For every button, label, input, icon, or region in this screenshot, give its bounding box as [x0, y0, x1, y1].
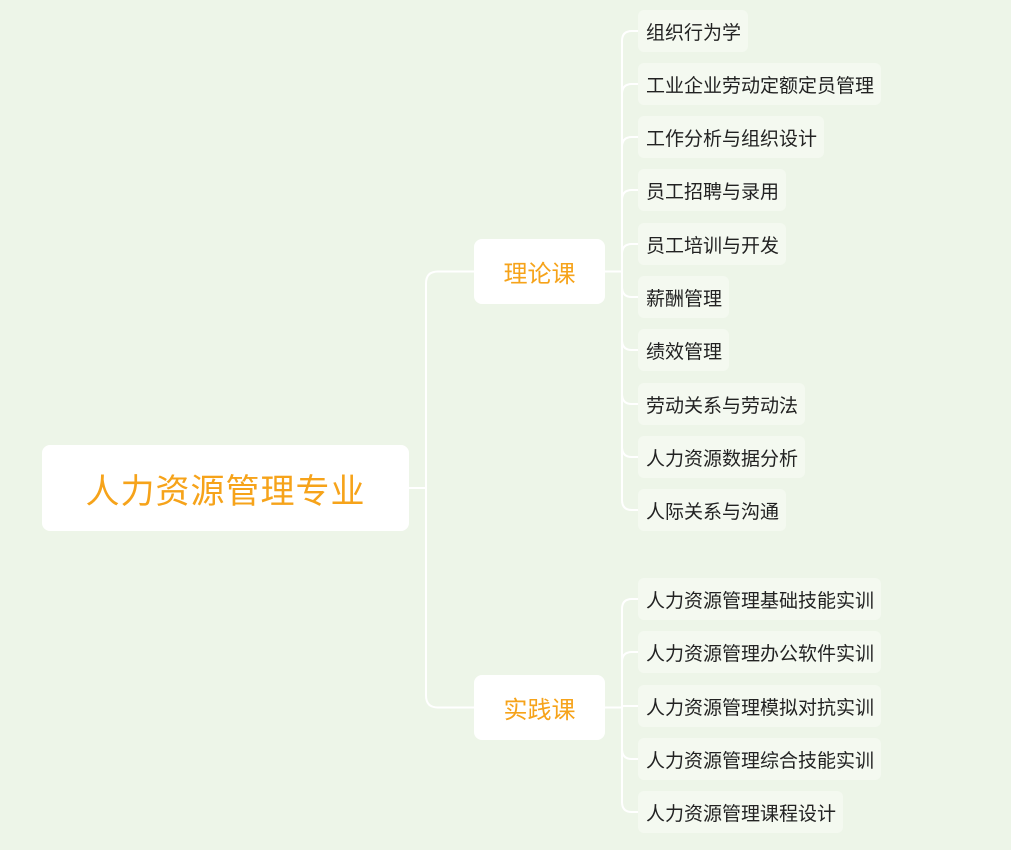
theory-connector	[621, 243, 638, 272]
leaf-theory-5[interactable]: 员工培训与开发	[638, 223, 787, 265]
leaf-theory-3[interactable]: 工作分析与组织设计	[638, 116, 825, 158]
leaf-theory-6[interactable]: 薪酬管理	[638, 276, 730, 318]
leaf-label: 员工培训与开发	[646, 234, 780, 257]
theory-connector	[621, 83, 638, 272]
leaf-label: 工作分析与组织设计	[646, 127, 818, 150]
leaf-label: 人力资源管理模拟对抗实训	[646, 696, 875, 719]
leaf-theory-1[interactable]: 组织行为学	[638, 10, 749, 52]
leaf-theory-4[interactable]: 员工招聘与录用	[638, 169, 787, 211]
leaf-theory-7[interactable]: 绩效管理	[638, 329, 730, 371]
leaf-practice-1[interactable]: 人力资源管理基础技能实训	[638, 578, 882, 620]
branch-label: 理论课	[503, 260, 576, 288]
leaf-label: 人力资源数据分析	[646, 447, 799, 470]
root-connector	[425, 270, 474, 488]
practice-connector	[621, 651, 638, 708]
leaf-label: 人力资源管理办公软件实训	[646, 642, 875, 665]
leaf-theory-9[interactable]: 人力资源数据分析	[638, 436, 806, 478]
leaf-theory-2[interactable]: 工业企业劳动定额定员管理	[638, 63, 882, 105]
theory-connector	[621, 271, 638, 298]
theory-connector	[621, 271, 638, 458]
leaf-label: 劳动关系与劳动法	[646, 394, 799, 417]
branch-theory[interactable]: 理论课	[474, 239, 605, 304]
theory-connector	[621, 271, 638, 511]
branch-label: 实践课	[503, 696, 576, 724]
leaf-theory-8[interactable]: 劳动关系与劳动法	[638, 383, 806, 425]
theory-connector	[621, 271, 638, 351]
practice-connector	[621, 707, 638, 760]
leaf-label: 人际关系与沟通	[646, 500, 780, 523]
leaf-practice-5[interactable]: 人力资源管理课程设计	[638, 791, 844, 833]
leaf-practice-3[interactable]: 人力资源管理模拟对抗实训	[638, 685, 882, 727]
leaf-label: 人力资源管理综合技能实训	[646, 749, 875, 772]
practice-connector	[621, 707, 638, 813]
leaf-practice-2[interactable]: 人力资源管理办公软件实训	[638, 631, 882, 673]
leaf-theory-10[interactable]: 人际关系与沟通	[638, 489, 787, 531]
leaf-label: 员工招聘与录用	[646, 180, 780, 203]
root-label: 人力资源管理专业	[85, 471, 366, 512]
theory-connector	[621, 30, 638, 272]
practice-connector	[621, 598, 638, 708]
leaf-practice-4[interactable]: 人力资源管理综合技能实训	[638, 738, 882, 780]
theory-connector	[621, 189, 638, 272]
branch-practice[interactable]: 实践课	[474, 675, 605, 740]
theory-connector	[621, 136, 638, 272]
leaf-label: 绩效管理	[646, 340, 723, 363]
leaf-label: 人力资源管理课程设计	[646, 802, 837, 825]
leaf-label: 工业企业劳动定额定员管理	[646, 74, 875, 97]
leaf-label: 组织行为学	[646, 21, 742, 44]
root-connector	[425, 488, 474, 709]
theory-connector	[621, 271, 638, 405]
leaf-label: 薪酬管理	[646, 287, 723, 310]
practice-connector	[621, 705, 638, 708]
leaf-label: 人力资源管理基础技能实训	[646, 589, 875, 612]
root-node[interactable]: 人力资源管理专业	[42, 445, 409, 531]
